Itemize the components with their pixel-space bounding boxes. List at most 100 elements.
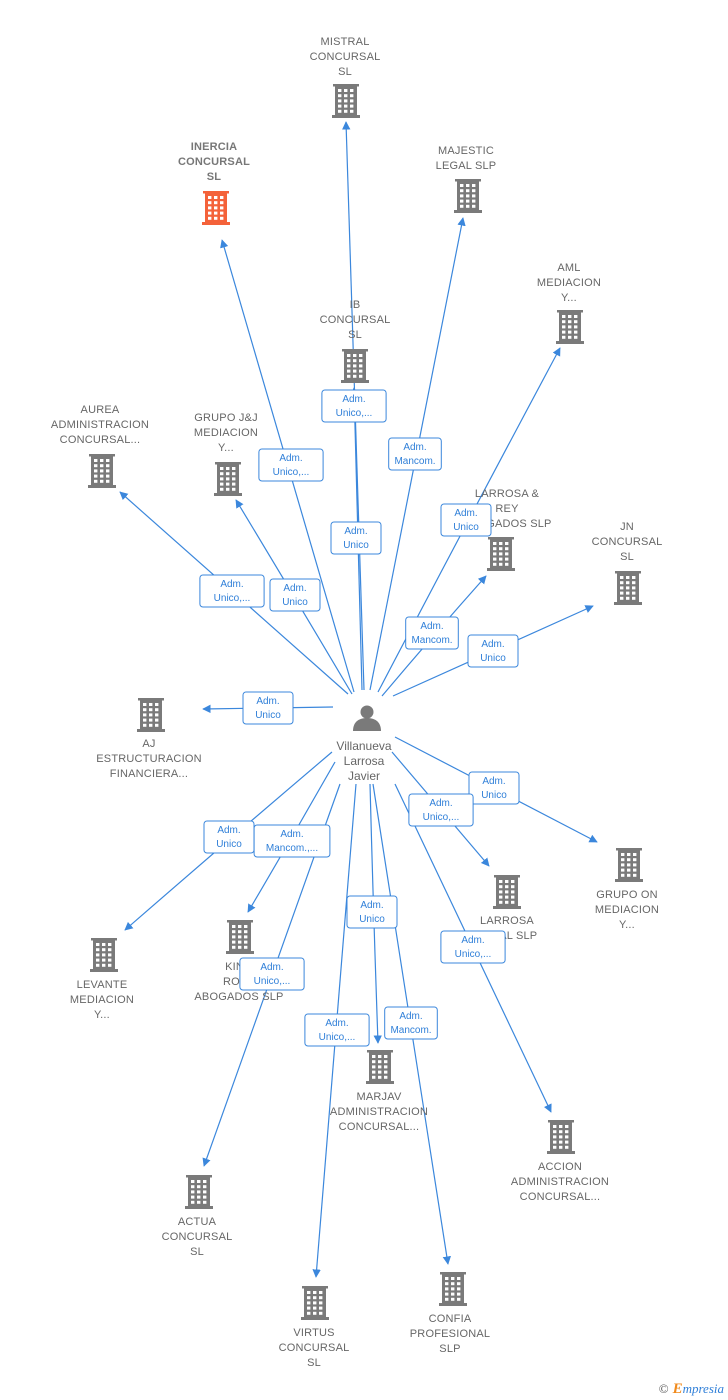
company-name-line: GRUPO J&J [194,412,258,424]
company-name-line: SL [620,551,634,563]
edge-label-box [239,957,305,991]
company-name-line: AJ [142,738,155,750]
edge-label-levante[interactable]: Adm.Unico [203,820,255,854]
edge-label-box [321,389,387,423]
edge-role-text: Unico [359,914,385,925]
company-name-line: CONCURSAL [162,1231,233,1243]
edge-label-box [258,448,324,482]
company-node-levante[interactable]: LEVANTEMEDIACIONY... [70,938,134,1021]
edge-label-mistral[interactable]: Adm.Unico [330,521,382,555]
edge-label-aj[interactable]: Adm. Unico [242,691,294,725]
edge-role-text: Unico [480,653,506,664]
center-person[interactable]: Villanueva Larrosa Javier [336,705,392,784]
edge-label-marjav[interactable]: Adm.Unico [346,895,398,929]
company-name-line: AML [557,262,580,274]
company-name-line: IB [350,299,361,311]
center-name-line: Javier [348,769,380,783]
company-name-line: CONFIA [429,1313,472,1325]
company-name-line: LEVANTE [77,979,128,991]
edge-role-text: Adm. [342,394,365,405]
company-node-grupoon[interactable]: GRUPO ONMEDIACIONY... [595,848,659,931]
company-name-line: ABOGADOS SLP [194,991,283,1003]
company-name-line: SL [348,329,362,341]
edge-role-text: Adm. [256,696,279,707]
edge-label-actua[interactable]: Adm.Unico,... [239,957,305,991]
center-name-line: Larrosa [344,754,385,768]
edge-label-box [388,437,442,471]
company-name-line: VIRTUS [293,1327,334,1339]
company-name-line: MEDIACION [595,904,659,916]
company-name-line: CONCURSAL... [339,1121,420,1133]
edge-label-confia[interactable]: Adm.Mancom. [384,1006,438,1040]
company-name-line: PROFESIONAL [410,1328,490,1340]
company-node-aml[interactable]: AMLMEDIACIONY... [537,262,601,344]
company-name-line: LARROSA & [475,488,540,500]
edge-role-text: Unico,... [336,408,373,419]
company-name-line: CONCURSAL [592,536,663,548]
company-name-line: AUREA [81,404,120,416]
edge-label-box [440,503,492,537]
edge-label-box [384,1006,438,1040]
edge-label-box [467,634,519,668]
company-node-aurea[interactable]: AUREAADMINISTRACIONCONCURSAL... [51,404,149,488]
building-icon [226,920,254,954]
edge-role-text: Adm. [454,508,477,519]
company-name-line: INERCIA [191,141,238,153]
edge-label-aml[interactable]: Adm. Unico [440,503,492,537]
edge-role-text: Adm. [481,639,504,650]
edge-label-box [199,574,265,608]
edge-label-grupojj[interactable]: Adm.Unico [269,578,321,612]
building-icon [493,875,521,909]
company-name-line: SL [190,1246,204,1258]
edge-label-ib[interactable]: Adm. Unico,... [321,389,387,423]
building-icon [202,191,230,225]
edge-role-text: Unico,... [423,812,460,823]
building-icon [90,938,118,972]
company-name-line: MISTRAL [320,36,369,48]
company-name-line: ESTRUCTURACION [96,753,201,765]
edge-label-grupoon[interactable]: Adm.Unico [468,771,520,805]
building-icon [439,1272,467,1306]
company-node-marjav[interactable]: MARJAVADMINISTRACIONCONCURSAL... [330,1050,428,1133]
company-node-aj[interactable]: AJESTRUCTURACIONFINANCIERA... [96,698,202,780]
edge-role-text: Unico,... [319,1032,356,1043]
company-name-line: ADMINISTRACION [511,1176,609,1188]
brand-footer: ©Empresia [659,1381,724,1398]
edge-label-box [346,895,398,929]
edge-label-larrosa[interactable]: Adm.Unico,... [408,793,474,827]
edge-label-majestic[interactable]: Adm.Mancom. [388,437,442,471]
brand-logo-text: mpresia [682,1381,724,1396]
edge-role-text: Unico,... [254,976,291,987]
building-icon [185,1175,213,1209]
edge-label-accion[interactable]: Adm. Unico,... [440,930,506,964]
person-icon [353,705,381,731]
company-name-line: REY [495,503,519,515]
company-node-accion[interactable]: ACCIONADMINISTRACIONCONCURSAL... [511,1120,609,1203]
edge-role-text: Unico [453,522,479,533]
company-name-line: Y... [218,442,234,454]
edge-label-virtus[interactable]: Adm. Unico,... [304,1013,370,1047]
company-name-line: CONCURSAL... [520,1191,601,1203]
edge-label-aurea[interactable]: Adm.Unico,... [199,574,265,608]
edge-label-larrosarey[interactable]: Adm.Mancom. [405,616,459,650]
edge-role-text: Adm. [325,1018,348,1029]
edge-label-jn[interactable]: Adm. Unico [467,634,519,668]
edge-role-text: Unico,... [455,949,492,960]
edge-label-inercia[interactable]: Adm.Unico,... [258,448,324,482]
edge-role-text: Adm. [420,621,443,632]
company-node-grupojj[interactable]: GRUPO J&JMEDIACIONY... [194,412,258,496]
edge-role-text: Unico [255,710,281,721]
edge-label-king[interactable]: Adm.Mancom.,... [253,824,331,858]
building-icon [547,1120,575,1154]
building-icon [487,537,515,571]
edge-role-text: Adm. [461,935,484,946]
